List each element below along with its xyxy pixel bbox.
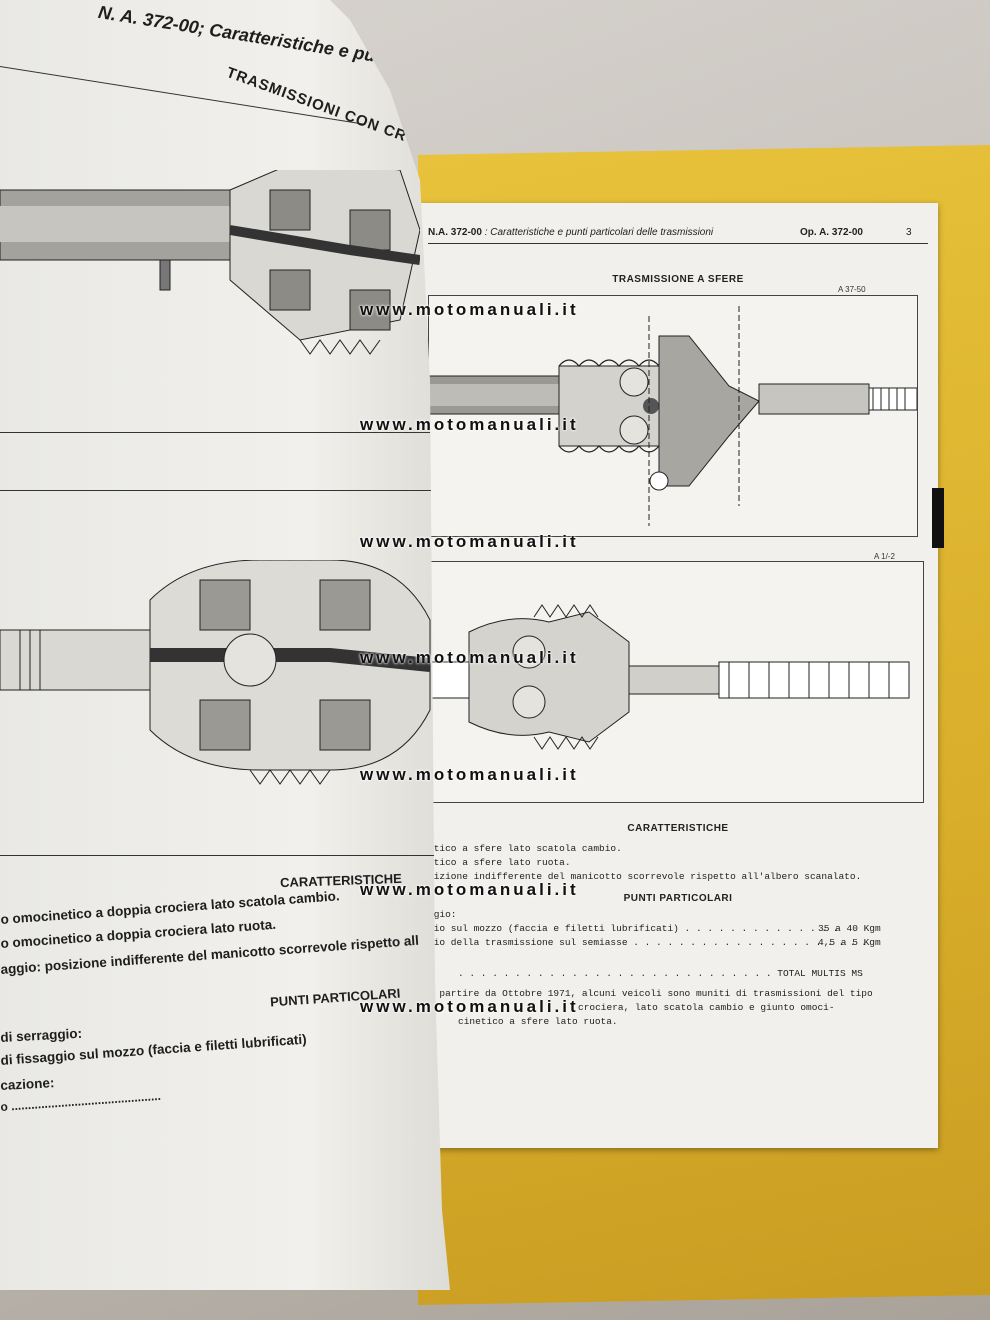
- lubricant-row: . . . . . . . . . . . . . . . . . . . . …: [458, 968, 863, 979]
- ball-joint-drawing-1: [428, 306, 918, 526]
- figure1-code: A 37-50: [838, 285, 866, 294]
- right-serraggio-label: ggio:: [428, 909, 457, 920]
- right-caratteristiche-title: CARATTERISTICHE: [627, 823, 729, 834]
- right-car-line-2: etico a sfere lato ruota.: [428, 857, 571, 868]
- torque-row-2-label: gio della trasmissione sul semiasse . . …: [428, 937, 867, 948]
- watermark-2: www.motomanuali.it: [360, 415, 579, 434]
- figure1-title: TRASMISSIONE A SFERE: [612, 274, 744, 285]
- watermark-6: www.motomanuali.it: [360, 880, 579, 899]
- left-fig1-rule: [0, 432, 430, 433]
- watermark-3: www.motomanuali.it: [360, 532, 579, 551]
- page-tab-marker: [932, 488, 944, 548]
- watermark-5: www.motomanuali.it: [360, 765, 579, 784]
- left-punti-line-1: di serraggio:: [0, 1025, 83, 1045]
- right-punti-title: PUNTI PARTICOLARI: [623, 893, 733, 904]
- watermark-7: www.motomanuali.it: [360, 997, 579, 1016]
- right-header-op: Op. A. 372-00: [800, 227, 863, 238]
- watermark-1: www.motomanuali.it: [360, 300, 579, 319]
- right-page: N.A. 372-00 : Caratteristiche e punti pa…: [418, 203, 938, 1148]
- left-fig2-rule-bottom: [0, 855, 440, 856]
- left-page: N. A. 372-00; Caratteristiche e punti pa…: [0, 0, 450, 1290]
- page-number: 3: [906, 227, 912, 238]
- left-punti-line-3: cazione:: [0, 1075, 55, 1093]
- torque-row-1-value: 35 a 40 Kgm: [818, 923, 881, 934]
- figure2-code: A 1/-2: [874, 552, 895, 561]
- left-punti-line-4: o ......................................…: [0, 1088, 162, 1114]
- note-line-3: cinetico a sfere lato ruota.: [458, 1016, 618, 1027]
- right-car-line-1: etico a sfere lato scatola cambio.: [428, 843, 622, 854]
- watermark-4: www.motomanuali.it: [360, 648, 579, 667]
- torque-row-2-value: 4,5 a 5 Kgm: [818, 937, 881, 948]
- double-cardan-drawing-2: [0, 560, 431, 785]
- left-fig2-rule-top: [0, 490, 440, 491]
- torque-row-1-label: gio sul mozzo (faccia e filetti lubrific…: [428, 923, 839, 934]
- right-header-title: N.A. 372-00 : Caratteristiche e punti pa…: [428, 227, 714, 238]
- right-page-header: N.A. 372-00 : Caratteristiche e punti pa…: [428, 225, 928, 244]
- right-car-line-3: sizione indifferente del manicotto scorr…: [428, 871, 862, 882]
- double-cardan-drawing-1: [0, 170, 420, 355]
- ball-joint-drawing-2: [428, 604, 910, 750]
- note-line-2: crociera, lato scatola cambio e giunto o…: [578, 1002, 835, 1013]
- figure2-drawing: [428, 561, 924, 803]
- note-line-1: A partire da Ottobre 1971, alcuni veicol…: [428, 988, 873, 999]
- left-car-line-1: o omocinetico a doppia crociera lato sca…: [0, 888, 341, 927]
